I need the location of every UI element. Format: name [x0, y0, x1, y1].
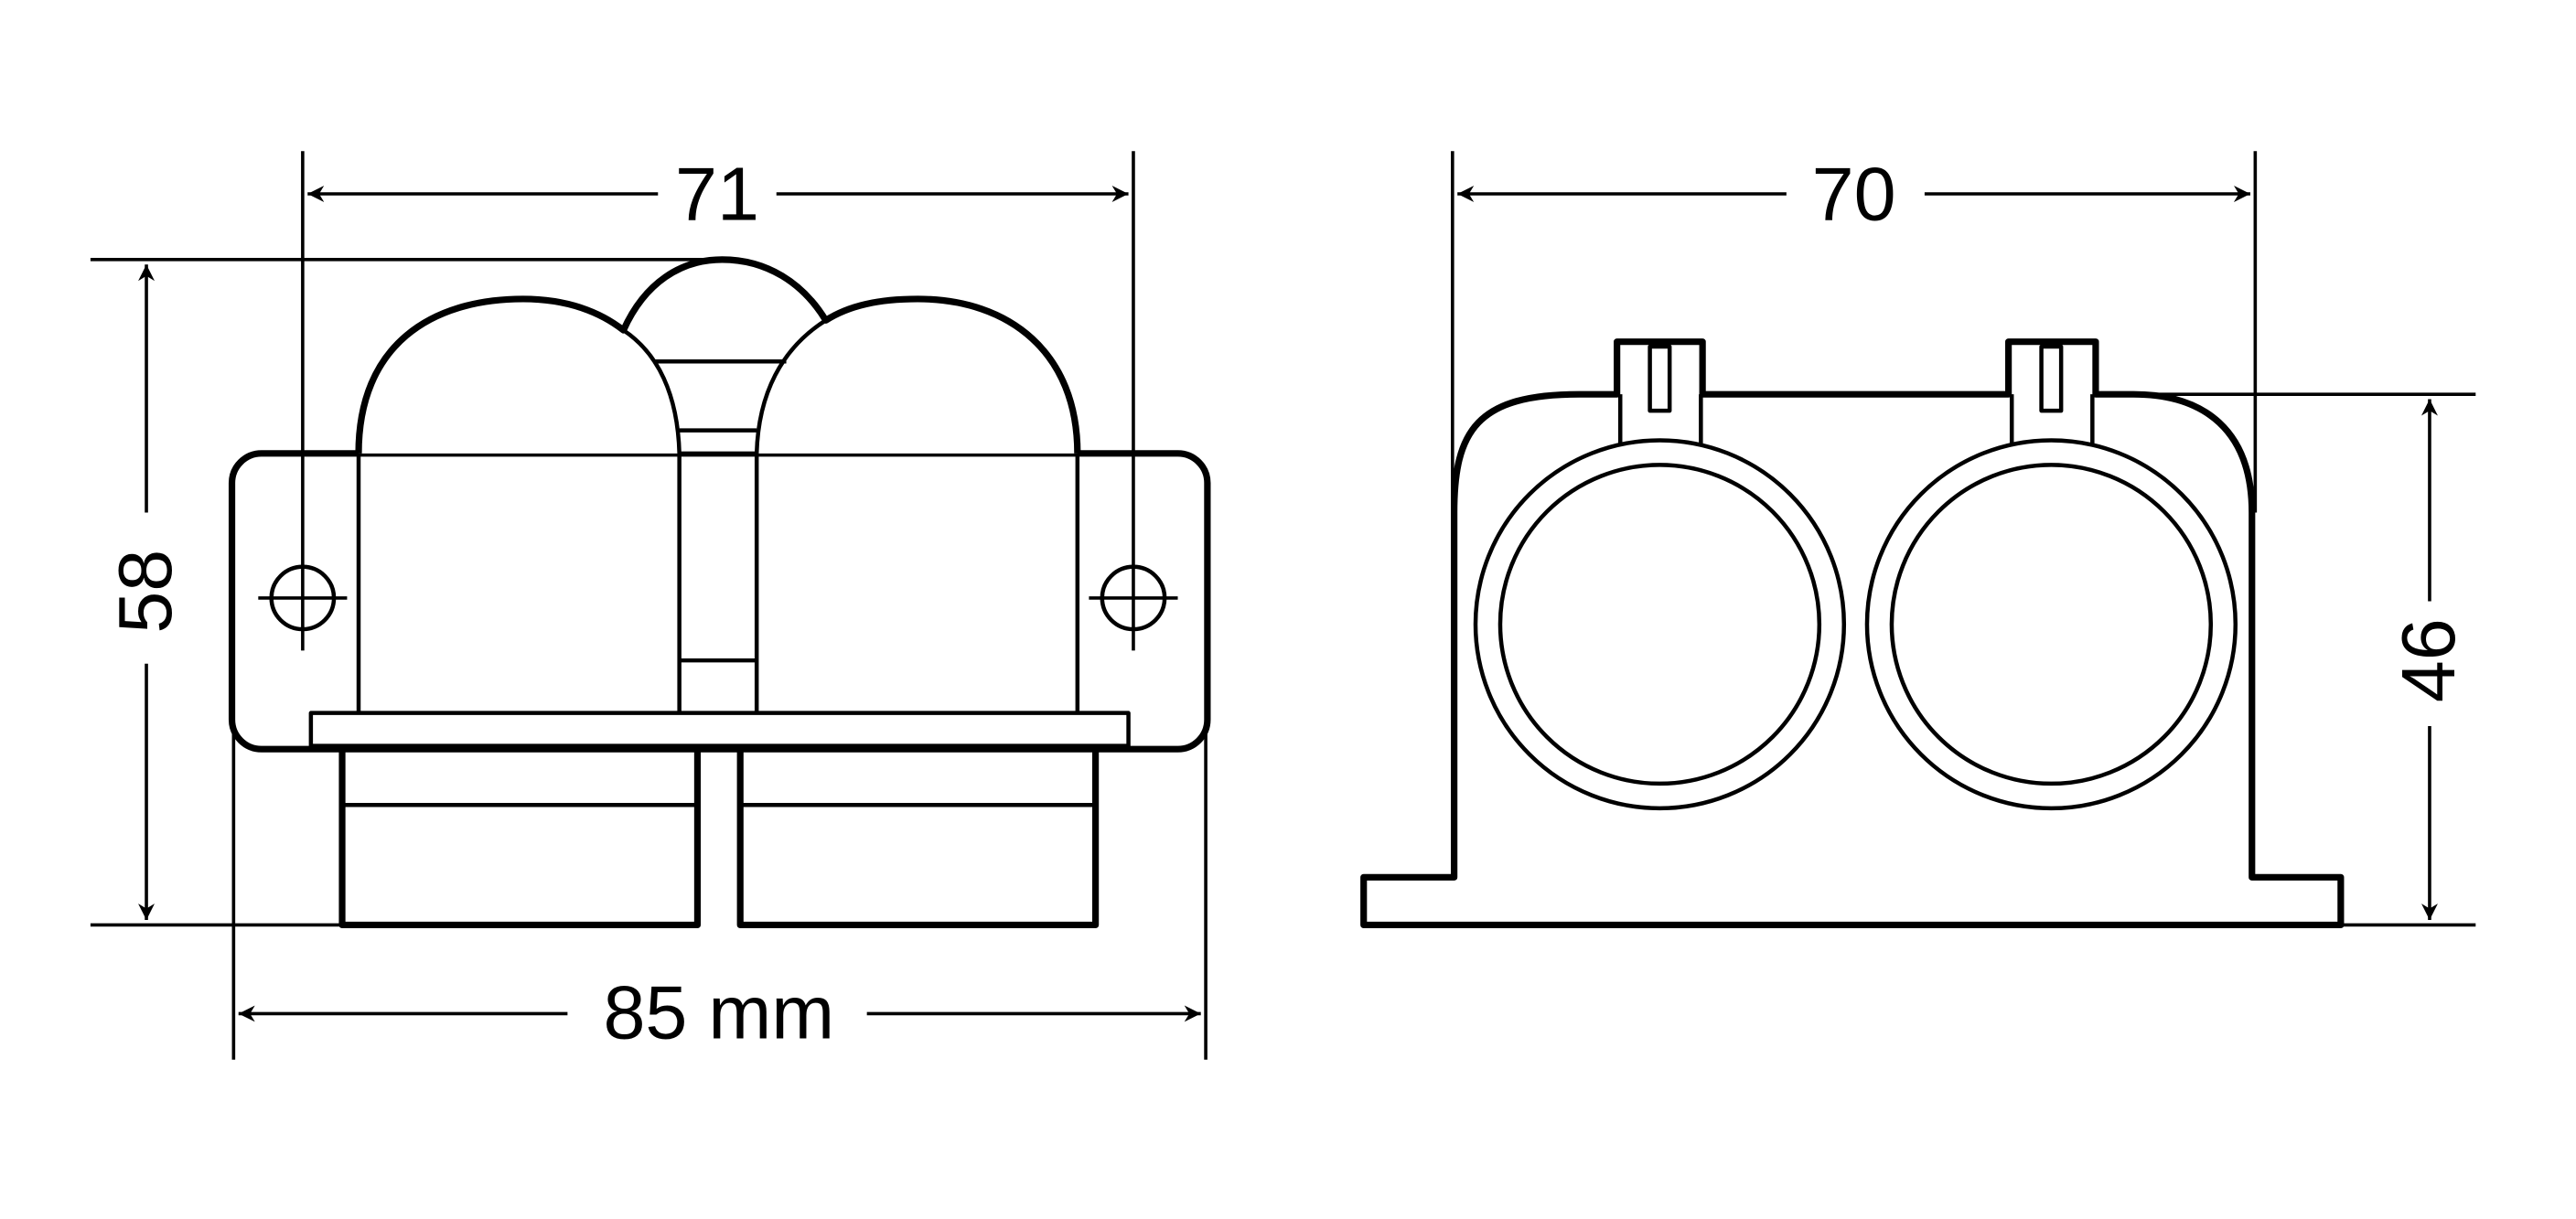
front-left-lobe-inner: [622, 328, 682, 717]
front-left-cable-block: [338, 745, 702, 929]
dim-label-70: 70: [1812, 152, 1896, 237]
front-base-strip: [308, 711, 1131, 748]
front-dome-cover: [355, 256, 1081, 454]
front-mounting-plate: [228, 450, 1211, 753]
side-left-inner-ring: [1497, 463, 1822, 786]
dim-label-46: 46: [2386, 618, 2471, 702]
side-view: [1360, 338, 2345, 929]
front-dimensions: [90, 151, 1208, 1060]
side-right-outer-ring: [1864, 438, 2238, 811]
side-body-outline: [1360, 338, 2345, 929]
front-right-cable-block: [736, 745, 1100, 929]
front-view: [228, 256, 1211, 929]
dim-label-58: 58: [102, 550, 188, 634]
side-dimensions: [1451, 151, 2476, 927]
front-right-lobe-inner: [754, 318, 827, 717]
side-right-inner-ring: [1889, 463, 2214, 786]
dim-label-85mm: 85 mm: [603, 969, 834, 1054]
side-left-tab-slot: [1648, 344, 1672, 413]
dim-label-71: 71: [675, 152, 759, 237]
side-left-outer-ring: [1473, 438, 1847, 811]
side-right-tab-slot: [2039, 344, 2064, 413]
